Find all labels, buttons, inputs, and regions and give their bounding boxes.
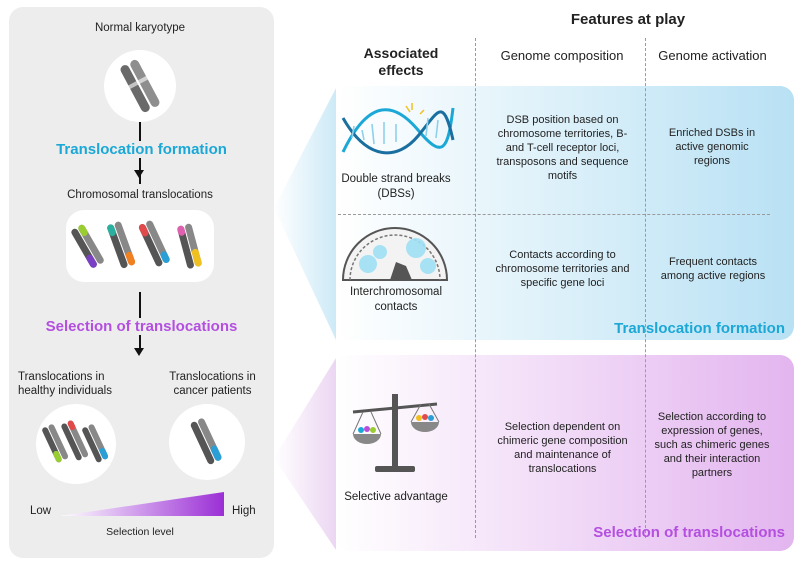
band-label-formation: Translocation formation [614, 320, 785, 337]
connector-wedges [274, 88, 336, 550]
selection-of-translocations-heading: Selection of translocations [14, 318, 269, 335]
flow-arrowhead-2 [134, 348, 144, 356]
low-label: Low [30, 505, 52, 517]
features-title: Features at play [570, 11, 686, 28]
selection-level-label: Selection level [106, 526, 174, 538]
flow-arrowhead-1 [134, 170, 144, 178]
normal-karyotype-circle [104, 50, 176, 122]
dsb-composition-text: DSB position based on chromosome territo… [496, 114, 629, 182]
cancer-chromosome-icon [190, 418, 222, 465]
formation-band [336, 86, 794, 340]
translocations-box [66, 210, 214, 282]
row-divider [338, 214, 770, 215]
normal-chromosome-icon [120, 59, 160, 113]
column-divider-2 [645, 38, 646, 538]
selective-composition-text: Selection dependent on chimeric gene com… [497, 421, 628, 475]
col-header-activation: Genome activation [658, 48, 767, 63]
cancer-label: Translocations in cancer patients [169, 371, 256, 397]
effect-contacts-label: Interchromosomal contacts [349, 286, 443, 313]
normal-karyotype-label: Normal karyotype [94, 22, 186, 34]
col-header-effects: Associated effects [363, 45, 439, 78]
healthy-circle [36, 404, 116, 484]
chromosomal-translocations-label: Chromosomal translocations [67, 189, 213, 201]
selection-band [336, 355, 794, 551]
selection-level-gradient [60, 492, 224, 516]
translocated-chromosomes-icon [71, 220, 202, 269]
contacts-activation-text: Frequent contacts among active regions [660, 256, 766, 282]
healthy-label: Translocations in healthy individuals [18, 371, 112, 397]
translocation-formation-heading: Translocation formation [14, 141, 269, 158]
band-label-selection: Selection of translocations [593, 524, 785, 541]
balance-scale-icon [352, 394, 440, 472]
selective-activation-text: Selection according to expression of gen… [654, 411, 770, 479]
cancer-circle [169, 404, 245, 480]
high-label: High [232, 505, 256, 517]
dna-helix-icon [341, 103, 455, 155]
effect-selective-label: Selective advantage [344, 491, 448, 503]
dsb-activation-text: Enriched DSBs in active genomic regions [668, 127, 756, 167]
effect-dsb-label: Double strand breaks (DBSs) [341, 173, 451, 200]
column-divider-1 [475, 38, 476, 538]
nucleus-contacts-icon [341, 227, 449, 281]
healthy-chromosomes-icon [42, 420, 109, 463]
col-header-composition: Genome composition [500, 48, 624, 63]
contacts-composition-text: Contacts according to chromosome territo… [495, 249, 630, 289]
